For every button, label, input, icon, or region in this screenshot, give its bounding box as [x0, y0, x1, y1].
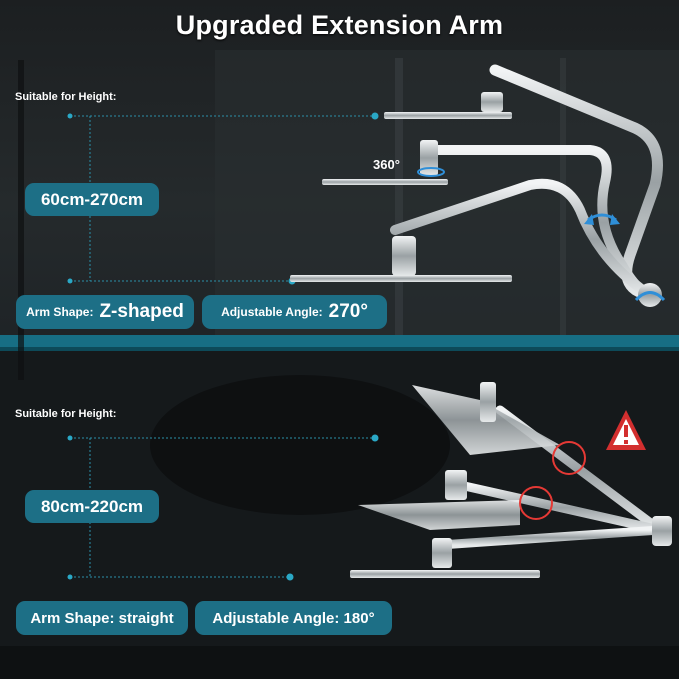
page-title: Upgraded Extension Arm	[175, 10, 504, 40]
height-range-pill-1: 60cm-270cm	[25, 183, 159, 216]
highlight-circle	[519, 441, 586, 520]
height-range-value-2: 80cm-220cm	[40, 496, 144, 516]
angle-value-1: 270°	[328, 301, 368, 322]
warning-triangle-icon	[606, 410, 646, 450]
adjustable-angle-pill-2: Adjustable Angle: 180°	[195, 601, 392, 635]
arm-shape-pill-1: Arm Shape: Z-shaped	[16, 295, 194, 329]
suitable-height-label-2: Suitable for Height:	[15, 408, 117, 420]
arm-shape-pill-2: Arm Shape: straight	[16, 601, 188, 635]
height-range-value-1: 60cm-270cm	[40, 189, 144, 209]
arm-shape-label-1: Arm Shape:	[26, 305, 94, 319]
suitable-height-label-1: Suitable for Height:	[15, 91, 117, 103]
arm-shape-text-2: Arm Shape: straight	[30, 609, 174, 627]
angle-text-2: Adjustable Angle: 180°	[212, 609, 375, 627]
rotation-label: 360°	[373, 157, 400, 172]
rotate-arrow-icon	[417, 167, 666, 302]
angle-label-1: Adjustable Angle:	[221, 305, 323, 319]
height-range-pill-2: 80cm-220cm	[25, 490, 159, 523]
adjustable-angle-pill-1: Adjustable Angle: 270°	[202, 295, 387, 329]
arm-shape-value-1: Z-shaped	[99, 301, 184, 322]
